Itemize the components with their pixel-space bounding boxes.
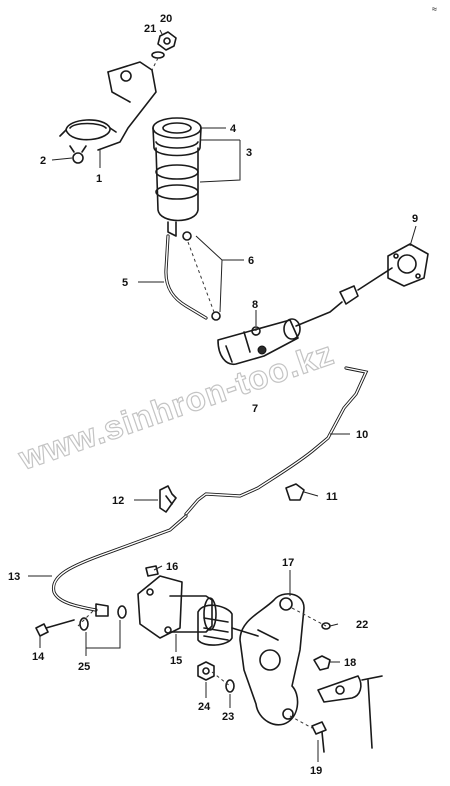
nut (313, 655, 331, 671)
hose-bracket (159, 485, 177, 513)
callout-6: 6 (248, 255, 254, 267)
clutch-release-cylinder (137, 575, 259, 646)
assembly-line (151, 57, 159, 71)
bolt (311, 721, 327, 753)
callout-24: 24 (198, 701, 211, 713)
callout-5: 5 (122, 277, 128, 289)
flexible-hose (51, 514, 188, 617)
union-bolt (35, 619, 75, 637)
callout-12: 12 (112, 495, 124, 507)
callout-17: 17 (282, 557, 294, 569)
corner-mark: ≈ (432, 4, 437, 14)
callout-21: 21 (144, 23, 156, 35)
callout-8: 8 (252, 299, 258, 311)
callout-7: 7 (252, 403, 258, 415)
callout-23: 23 (222, 711, 234, 723)
pivot-rod (317, 675, 383, 749)
callout-16: 16 (166, 561, 178, 573)
mounting-plate (239, 593, 305, 726)
callout-15: 15 (170, 655, 182, 667)
watermark: www.sinhron-too.kz (13, 334, 338, 477)
callout-1: 1 (96, 173, 102, 185)
assembly-lines (77, 241, 327, 729)
reservoir-bracket (59, 61, 157, 151)
callout-22: 22 (356, 619, 368, 631)
callout-labels: 1 2 3 4 5 6 7 8 9 10 11 12 13 14 15 16 1… (8, 13, 418, 777)
nut (157, 31, 177, 51)
pipe-clip (285, 483, 305, 501)
callout-18: 18 (344, 657, 356, 669)
callout-14: 14 (32, 651, 45, 663)
callout-11: 11 (326, 491, 338, 503)
bolt (69, 145, 87, 164)
callout-19: 19 (310, 765, 322, 777)
callout-2: 2 (40, 155, 46, 167)
callout-9: 9 (412, 213, 418, 225)
callout-20: 20 (160, 13, 172, 25)
fluid-reservoir (155, 147, 199, 237)
reservoir-hose (164, 234, 208, 320)
gasket (387, 243, 429, 287)
callout-3: 3 (246, 147, 252, 159)
bleeder-screw (145, 565, 159, 577)
reservoir-cap (152, 117, 202, 157)
washer (151, 51, 165, 59)
callout-10: 10 (356, 429, 368, 441)
callout-13: 13 (8, 571, 20, 583)
leader-lines (28, 29, 417, 762)
clutch-pipe (184, 366, 369, 516)
hose-clip (182, 231, 221, 321)
callout-25: 25 (78, 661, 90, 673)
nut (197, 661, 215, 681)
washer (225, 679, 235, 693)
callout-4: 4 (230, 123, 237, 135)
